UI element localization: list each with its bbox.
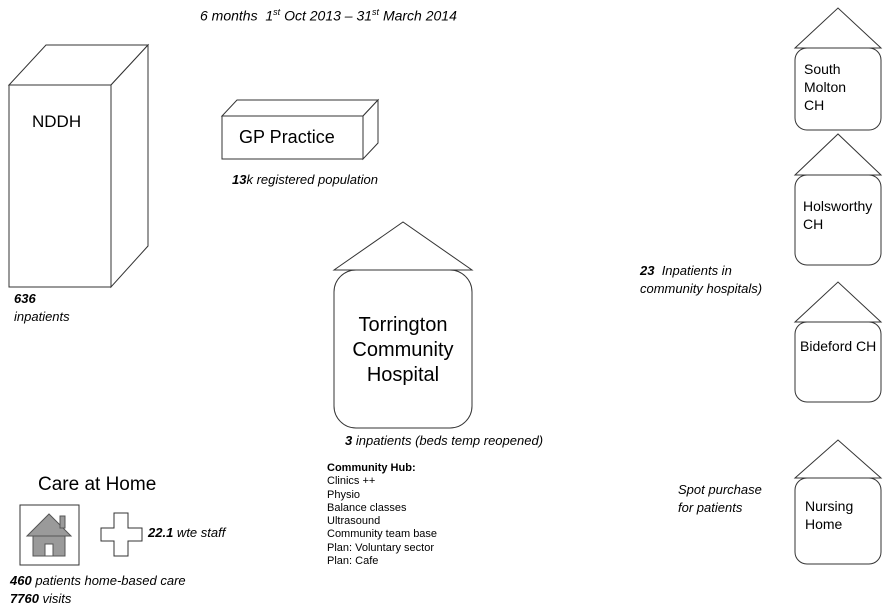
nursing-home-label: Nursing Home (805, 498, 854, 532)
bideford-label: Bideford CH (800, 338, 877, 354)
nursing-home-shape (793, 439, 883, 565)
holsworthy-label: Holsworthy CH (803, 198, 873, 232)
torrington-label: Torrington Community Hospital (352, 314, 454, 386)
community-hub-list: Community Hub: Clinics ++ Physio Balance… (327, 462, 437, 568)
bideford-shape (793, 281, 883, 403)
list-item: Ultrasound (327, 515, 381, 528)
list-item: Physio (327, 488, 361, 501)
care-at-home-stats: 460 patients home-based care 7760 visits (10, 573, 186, 606)
list-item: Clinics ++ (327, 475, 376, 488)
house-icon (19, 504, 80, 566)
community-hospitals-summary: 23 Inpatients in community hospitals) (640, 263, 763, 296)
torrington-inpatients: 3 inpatients (beds temp reopened) (345, 433, 544, 448)
gp-practice-label: GP Practice (239, 127, 335, 147)
torrington-hospital-shape (332, 221, 474, 429)
nursing-home-note: Spot purchase for patients (678, 482, 762, 515)
list-item: Community team base (327, 528, 438, 541)
period-header: 6 months 1st Oct 2013 – 31st March 2014 (200, 7, 457, 24)
south-molton-shape (793, 7, 883, 131)
list-item: Balance classes (327, 501, 407, 514)
nddh-building (7, 43, 150, 289)
nddh-label: NDDH (32, 112, 82, 131)
south-molton-label: South Molton CH (804, 61, 847, 113)
community-hub-title: Community Hub: (327, 462, 416, 474)
gp-practice-box (220, 98, 380, 161)
list-item: Plan: Voluntary sector (327, 541, 435, 554)
holsworthy-shape (793, 133, 883, 266)
list-item: Plan: Cafe (327, 555, 379, 568)
nddh-stats: 636 inpatients (14, 291, 70, 324)
staff-cross-icon (100, 512, 143, 557)
care-at-home-staff: 22.1 wte staff (148, 525, 226, 540)
gp-population: 13k registered population (232, 172, 378, 187)
care-at-home-title: Care at Home (38, 474, 157, 495)
